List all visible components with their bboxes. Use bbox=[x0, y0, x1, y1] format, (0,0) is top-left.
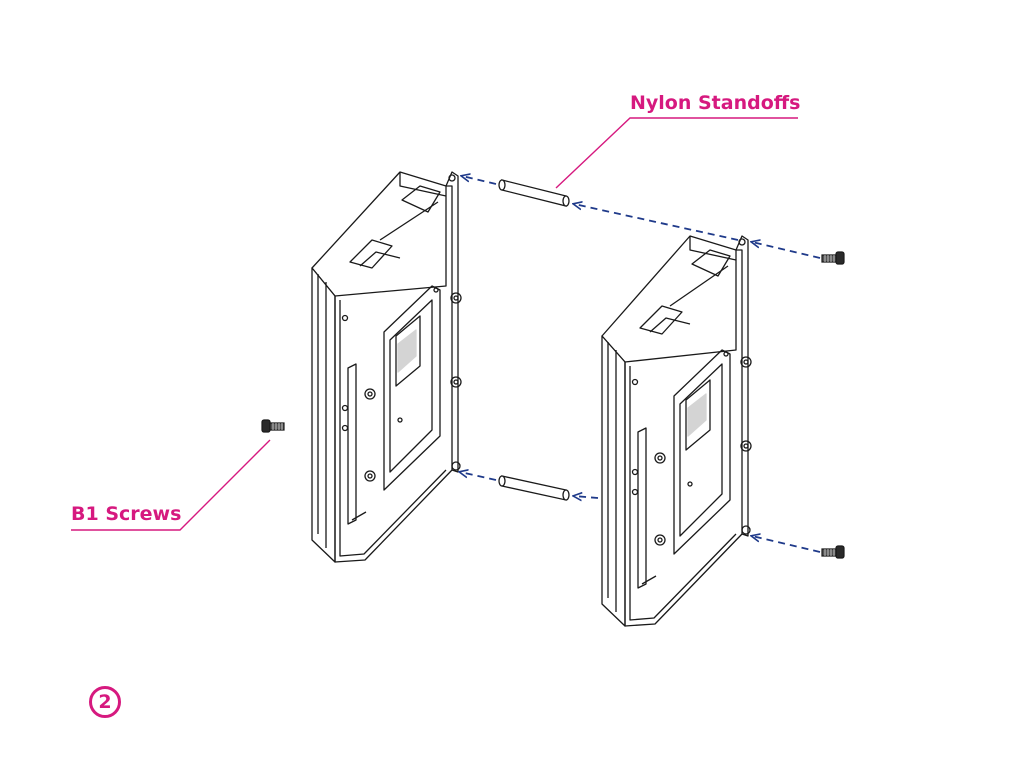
nylon-standoff-top bbox=[498, 179, 570, 207]
assembly-arrows bbox=[460, 176, 821, 553]
nylon-standoff-bottom bbox=[498, 475, 570, 501]
b1-screw-right-bottom bbox=[821, 545, 845, 559]
arrow-screw-to-right-bottom bbox=[752, 536, 821, 553]
arrow-standoff-to-left-bottom bbox=[460, 472, 497, 481]
step-number-badge: 2 bbox=[89, 686, 121, 718]
arrow-screw-to-right-top bbox=[752, 242, 821, 259]
nylon-standoffs-label: Nylon Standoffs bbox=[630, 92, 801, 114]
arrow-right-plate-to-standoff-top bbox=[574, 204, 739, 241]
screws-leader-line bbox=[71, 439, 271, 531]
standoffs-leader-line bbox=[555, 117, 798, 189]
left-mount-plate bbox=[311, 171, 462, 563]
b1-screw-right-top bbox=[821, 251, 845, 265]
right-mount-plate bbox=[601, 235, 752, 627]
callout-leaders bbox=[71, 117, 798, 531]
b1-screw-left bbox=[261, 419, 285, 433]
arrow-right-plate-to-standoff-bottom bbox=[574, 496, 599, 498]
b1-screws-label: B1 Screws bbox=[71, 503, 182, 525]
arrow-standoff-to-left-top bbox=[462, 176, 497, 185]
